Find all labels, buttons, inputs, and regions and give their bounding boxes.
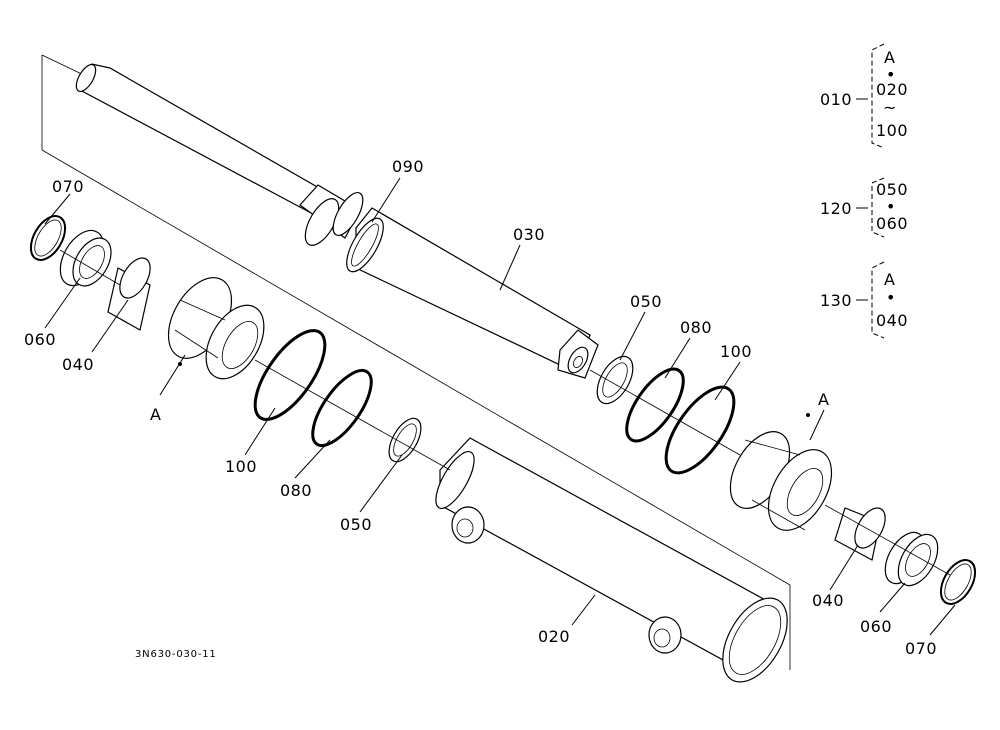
- o-ring-080-left: [311, 369, 373, 447]
- callout-090: 090: [392, 157, 424, 176]
- legend-group-120: 120 050 • 060: [820, 177, 908, 238]
- callout-040-left: 040: [62, 355, 94, 374]
- legend-130-sep-dot: •: [886, 288, 896, 307]
- seal-090: [346, 217, 384, 273]
- legend-010-sep-dot: •: [886, 65, 896, 84]
- wiper-right: [884, 531, 939, 587]
- legend-130-item-040: 040: [876, 311, 908, 330]
- callout-020: 020: [538, 627, 570, 646]
- centerline: [59, 249, 951, 576]
- callout-a-left: A: [150, 405, 161, 424]
- callout-070-left: 070: [52, 177, 84, 196]
- legend-010-item-a: A: [884, 48, 895, 67]
- callout-060-right: 060: [860, 617, 892, 636]
- legend-group-010: 010 A • 020 ~ 100: [820, 43, 908, 149]
- snap-ring-left: [29, 215, 67, 261]
- callout-080-right: 080: [680, 318, 712, 337]
- legend-010-sep-tilde: ~: [883, 98, 897, 117]
- callout-060-left: 060: [24, 330, 56, 349]
- callout-a-right: A: [818, 390, 829, 409]
- legend-120-item-050: 050: [876, 180, 908, 199]
- legend-010-item-100: 100: [876, 121, 908, 140]
- wiper-left: [59, 229, 112, 287]
- bushing-right: [834, 507, 886, 561]
- cylinder-tube: [435, 437, 788, 683]
- callout-080-left: 080: [280, 481, 312, 500]
- legend-130-code: 130: [820, 291, 852, 310]
- callout-labels: 090 030 070 060 040 A 100 080 050 050 08…: [24, 157, 937, 658]
- gland-head-right: [729, 413, 833, 531]
- legend-120-sep-dot: •: [886, 197, 896, 216]
- legend-120-item-060: 060: [876, 214, 908, 233]
- callout-100-right: 100: [720, 342, 752, 361]
- legend-010-code: 010: [820, 90, 852, 109]
- legend-120-code: 120: [820, 199, 852, 218]
- callout-100-left: 100: [225, 457, 257, 476]
- gland-head-left: [167, 277, 265, 380]
- backup-ring-050-left: [388, 417, 422, 463]
- legend-group-130: 130 A • 040: [820, 261, 908, 339]
- backup-ring-050-right: [596, 355, 634, 405]
- piston-rod: [75, 63, 599, 379]
- legend-130-item-a: A: [884, 270, 895, 289]
- callout-030: 030: [513, 225, 545, 244]
- leader-lines: [44, 177, 956, 636]
- o-ring-100-right: [664, 385, 736, 475]
- callout-050-right: 050: [630, 292, 662, 311]
- snap-ring-right: [939, 559, 977, 605]
- drawing-code: 3N630-030-11: [135, 649, 217, 660]
- legend-010-item-020: 020: [876, 80, 908, 99]
- callout-050-left: 050: [340, 515, 372, 534]
- o-ring-100-left: [253, 329, 327, 421]
- callout-070-right: 070: [905, 639, 937, 658]
- callout-040-right: 040: [812, 591, 844, 610]
